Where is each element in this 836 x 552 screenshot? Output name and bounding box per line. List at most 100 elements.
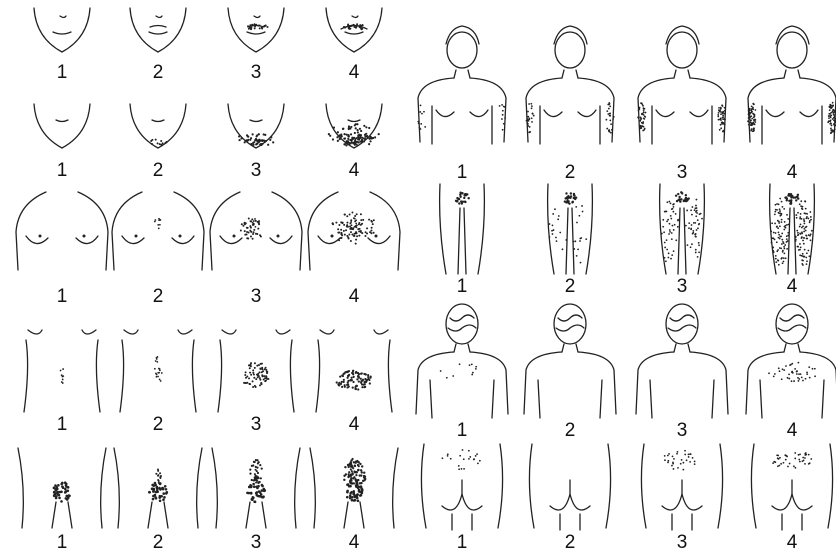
hair-dot bbox=[779, 225, 781, 227]
hair-dot bbox=[261, 27, 263, 29]
hair-dot bbox=[259, 143, 261, 145]
head-outline bbox=[777, 32, 807, 68]
hair-dot bbox=[246, 227, 248, 229]
hair-dot bbox=[254, 475, 256, 477]
hair-dot bbox=[256, 233, 258, 235]
hair-dot bbox=[673, 206, 675, 208]
hair-dot bbox=[781, 243, 783, 245]
hair-dot bbox=[245, 222, 247, 224]
hair-dot bbox=[258, 223, 260, 225]
hair-dot bbox=[157, 475, 159, 477]
hair-dot bbox=[686, 210, 688, 212]
nose-stroke bbox=[254, 16, 260, 18]
hair-dot bbox=[365, 380, 367, 382]
hair-dot bbox=[801, 255, 803, 257]
hair-dot bbox=[673, 229, 675, 231]
hair-dot bbox=[796, 217, 798, 219]
nipple-dot bbox=[135, 235, 138, 238]
breast-stroke bbox=[320, 330, 334, 334]
upper-abdomen-grade-2-figure bbox=[120, 330, 196, 412]
hair-dot bbox=[333, 126, 335, 128]
hair-dot bbox=[353, 233, 355, 235]
hair-dot bbox=[719, 129, 721, 131]
hair-dot bbox=[369, 138, 371, 140]
hair-dot bbox=[696, 210, 698, 212]
hair-dot bbox=[164, 485, 167, 488]
lower-abdomen-grade-4-figure bbox=[310, 448, 398, 528]
hair-dot bbox=[797, 194, 799, 196]
hair-dot bbox=[346, 496, 349, 499]
hair-dot bbox=[802, 240, 804, 242]
hair-dot bbox=[698, 251, 700, 253]
hair-dot bbox=[668, 453, 670, 455]
hair-dot bbox=[265, 380, 267, 382]
hair-dot bbox=[476, 453, 478, 455]
moustache-stroke bbox=[150, 26, 166, 28]
lower-abdomen-grade-3-label: 3 bbox=[251, 532, 262, 552]
hair-dot bbox=[343, 224, 345, 226]
hair-dot bbox=[573, 248, 575, 250]
upper-lip-grade-3-label: 3 bbox=[251, 62, 262, 83]
hair-dot bbox=[249, 469, 251, 471]
hair-dot bbox=[693, 222, 695, 224]
hair-dot bbox=[156, 376, 158, 378]
hair-dot bbox=[351, 377, 353, 379]
hair-dot bbox=[644, 115, 646, 117]
hair-dot bbox=[573, 241, 575, 243]
hair-dot bbox=[573, 193, 575, 195]
hair-dot bbox=[154, 482, 157, 485]
hair-dot bbox=[378, 133, 380, 135]
hair-dot bbox=[724, 110, 726, 112]
hair-dot bbox=[678, 196, 680, 198]
hair-dot bbox=[353, 26, 355, 28]
hair-dot bbox=[695, 249, 697, 251]
hair-dot bbox=[784, 221, 786, 223]
hair-dot bbox=[690, 246, 692, 248]
leg-stroke bbox=[672, 514, 692, 530]
hair-dot bbox=[673, 250, 675, 252]
upper-abdomen-grade-4-label: 4 bbox=[349, 414, 360, 435]
hair-dot bbox=[752, 108, 754, 110]
hair-dot bbox=[775, 232, 777, 234]
hair-dot bbox=[354, 465, 356, 467]
hair-dot bbox=[267, 144, 269, 146]
nipple-dot bbox=[277, 235, 280, 238]
hair-dot bbox=[364, 378, 366, 380]
hair-dot bbox=[802, 225, 804, 227]
lower-back-row: 1234 bbox=[421, 444, 832, 552]
hair-dot bbox=[158, 496, 161, 499]
hair-dot bbox=[781, 219, 783, 221]
hair-dot bbox=[155, 139, 157, 141]
hair-dot bbox=[683, 200, 685, 202]
hair-dot bbox=[358, 230, 360, 232]
hair-dot bbox=[775, 255, 777, 257]
hair-dot bbox=[831, 130, 833, 132]
hair-dot bbox=[811, 230, 813, 232]
hair-dot bbox=[566, 196, 568, 198]
hair-dot bbox=[270, 136, 272, 138]
hair-dot bbox=[371, 221, 373, 223]
hair-dot bbox=[673, 458, 675, 460]
hair-dot bbox=[355, 231, 357, 233]
lower-back-grade-3-figure bbox=[641, 444, 722, 530]
head-outline bbox=[666, 304, 698, 344]
hair-dot bbox=[249, 472, 251, 474]
torso-outline bbox=[540, 106, 600, 144]
hair-dot bbox=[800, 223, 802, 225]
hair-dot bbox=[531, 121, 533, 123]
lower-abdomen-grade-2-figure bbox=[114, 448, 202, 528]
hair-dot bbox=[606, 128, 608, 130]
hair-dot bbox=[810, 239, 812, 241]
face-outline bbox=[228, 104, 284, 148]
hair-dot bbox=[799, 226, 801, 228]
hair-dot bbox=[256, 365, 258, 367]
hair-dot bbox=[467, 197, 469, 199]
hair-dot bbox=[748, 113, 750, 115]
hair-dot bbox=[549, 223, 551, 225]
hair-dot bbox=[645, 112, 647, 114]
hair-dot bbox=[355, 239, 357, 241]
shoulder-outline bbox=[800, 352, 836, 414]
hair-dot bbox=[348, 370, 350, 372]
hair-dot bbox=[795, 236, 797, 238]
lower-abdomen-grade-2-label: 2 bbox=[153, 532, 164, 552]
